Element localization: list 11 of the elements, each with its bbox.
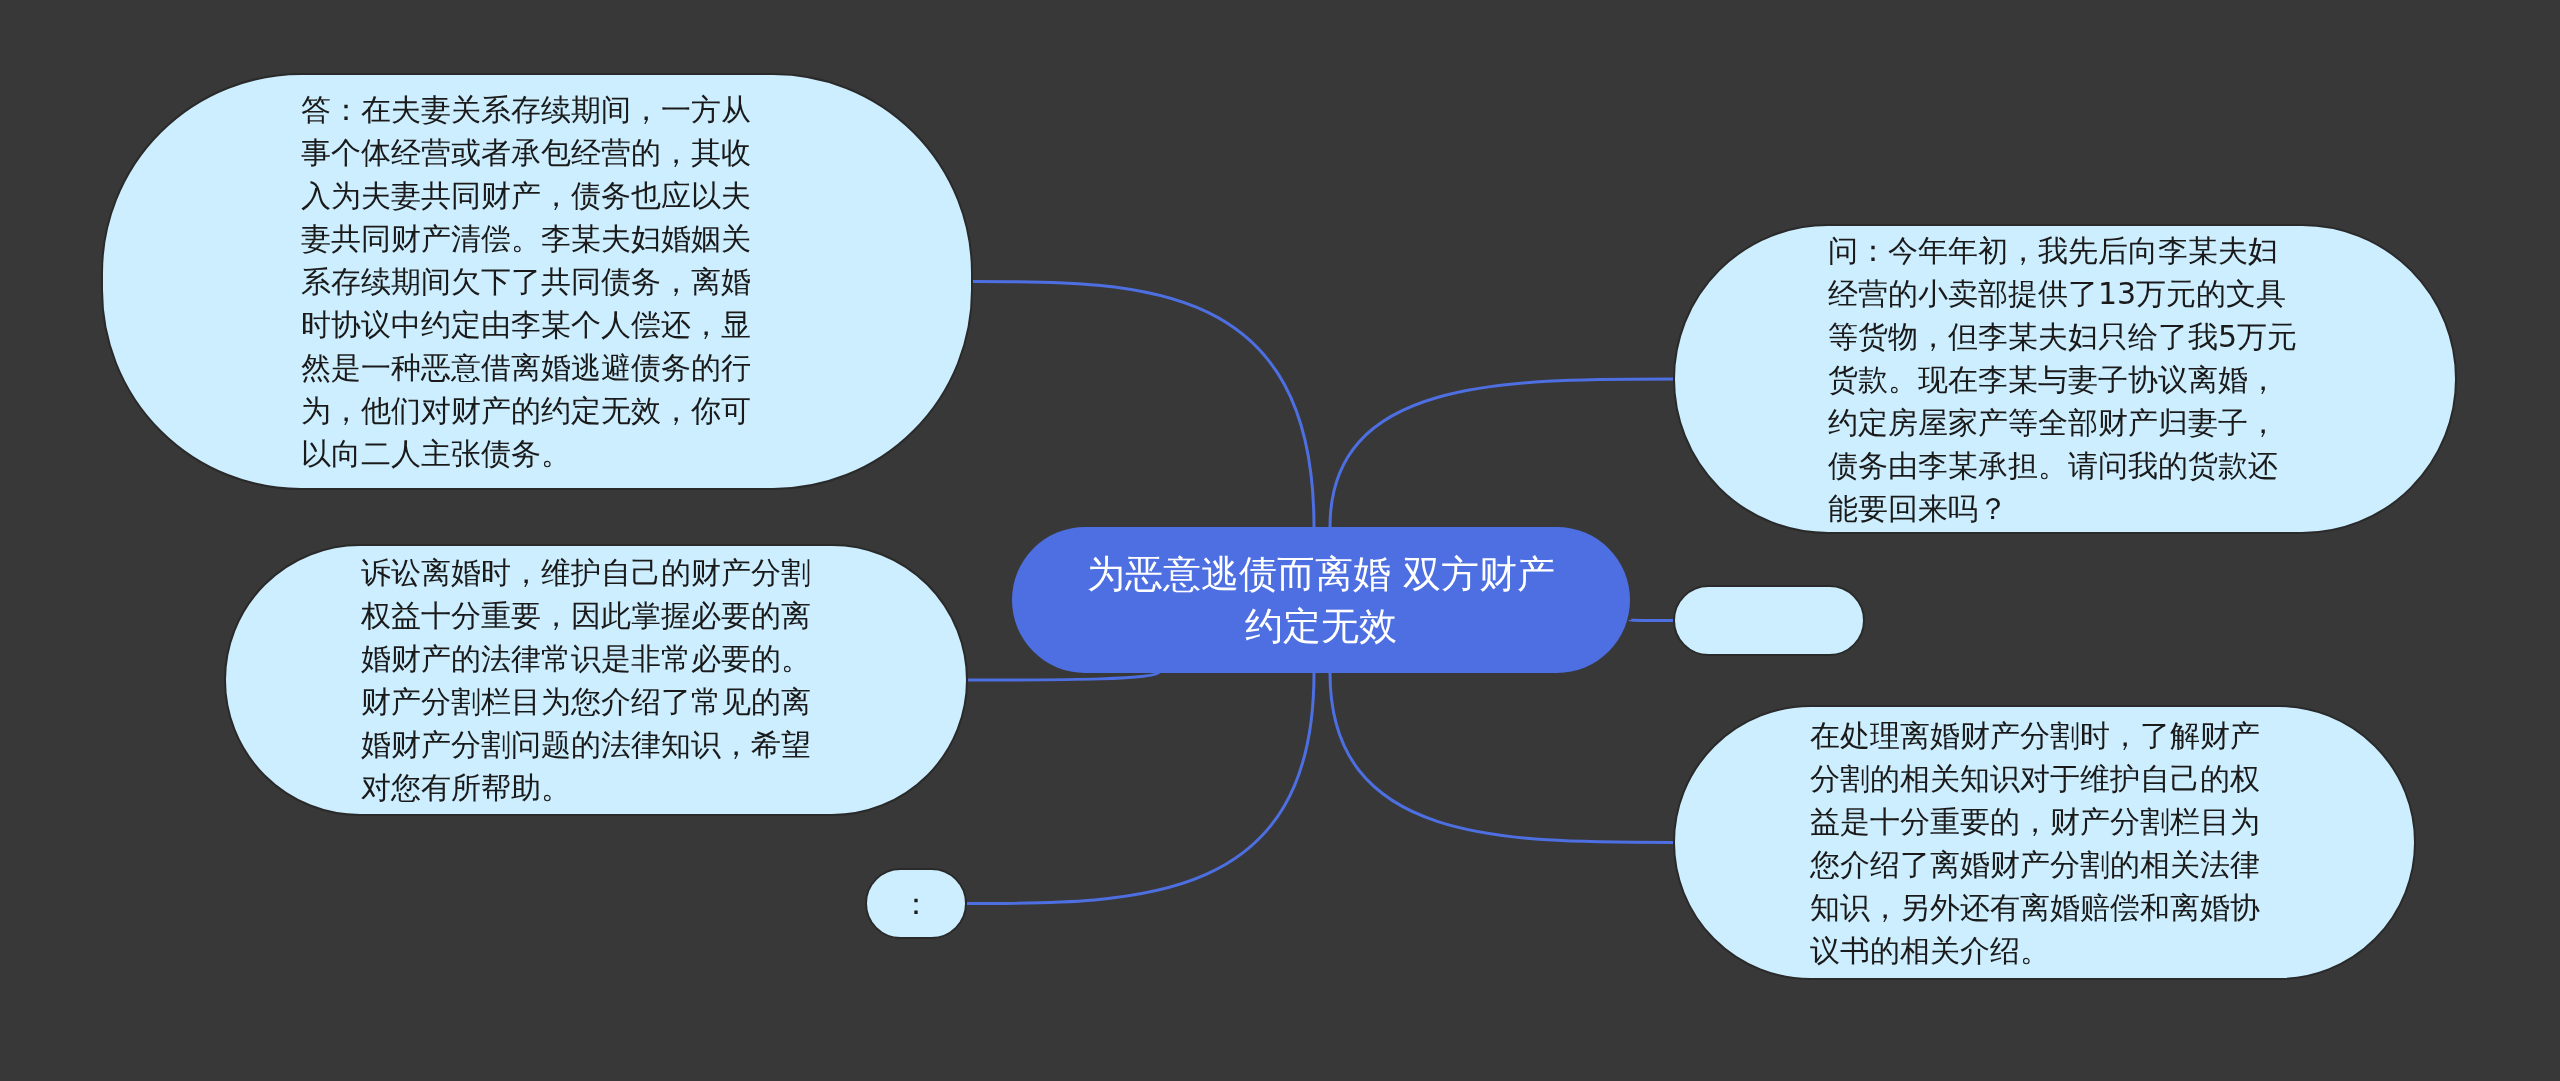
connector-line <box>1629 618 1673 622</box>
connector-line <box>967 672 1316 905</box>
topic-text: 为恶意逃债而离婚 双方财产约定无效 <box>1086 551 1556 650</box>
connector-line <box>1328 377 1673 528</box>
bubble-text: 答：在夫妻关系存续期间，一方从事个体经营或者承包经营的，其收入为夫妻共同财产，债务也应以夫妻共同财产清偿。李某夫妇婚姻关系存续期间欠下了共同债务，离婚时协议中约定由李某个人偿还，显然是一种恶意借离婚逃避债务的行为，他们对财产的约定无效，你可以向二人主张债务。 <box>301 91 752 473</box>
connector-line <box>973 280 1316 528</box>
connector-line <box>1328 672 1673 844</box>
bubble-text: 诉讼离婚时，维护自己的财产分割权益十分重要，因此掌握必要的离婚财产的法律常识是非常必要的。财产分割栏目为您介绍了常见的离婚财产分割问题的法律知识，希望对您有所帮助。 <box>361 554 812 807</box>
bubble-text: 问：今年年初，我先后向李某夫妇经营的小卖部提供了13万元的文具等货物，但李某夫妇只给了我5万元货款。现在李某与妻子协议离婚，约定房屋家产等全部财产归妻子，债务由李某承担。请问我的货款还能要回来吗？ <box>1828 231 2299 528</box>
bubble-text: 在处理离婚财产分割时，了解财产分割的相关知识对于维护自己的权益是十分重要的，财产分割栏目为您介绍了离婚财产分割的相关法律知识，另外还有离婚赔偿和离婚协议书的相关介绍。 <box>1809 716 2261 970</box>
bubble-text: ： <box>900 885 932 923</box>
